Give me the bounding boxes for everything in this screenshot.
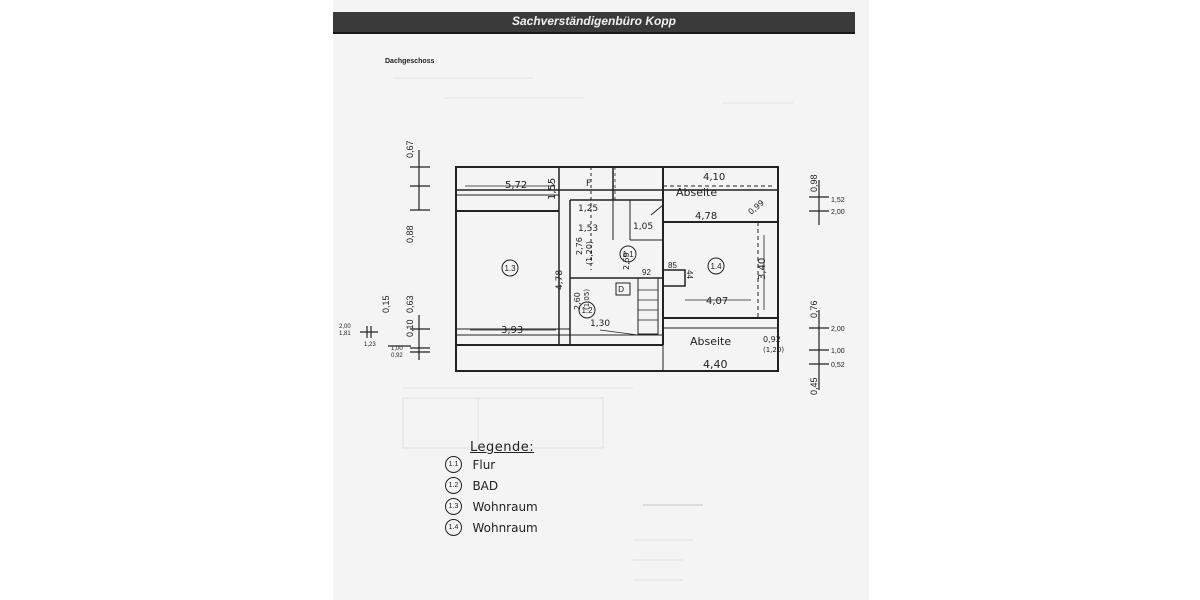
dim-bottom-width: 4,40 <box>703 358 728 371</box>
legend-label: BAD <box>472 478 499 493</box>
right-152: 1,52 <box>831 197 845 204</box>
dim-92: 92 <box>642 268 651 277</box>
dim-276: 2,76 <box>575 237 584 255</box>
header-bar: Sachverständigenbüro Kopp <box>333 12 855 34</box>
room-number-11: 1.1 <box>622 250 634 259</box>
legend-number: 1.3 <box>445 498 462 516</box>
floor-label: Dachgeschoss <box>385 58 435 65</box>
dim-478-vertical: 4,78 <box>555 270 565 290</box>
legend-label: Flur <box>472 457 496 472</box>
right-200b: 2,00 <box>831 326 845 333</box>
room-marker-12 <box>578 301 596 319</box>
plan-walls <box>455 166 779 372</box>
legend-title: Legende: <box>470 440 535 455</box>
right-height-scale <box>809 180 829 390</box>
room-marker-13 <box>501 259 519 277</box>
dim-105: 1,05 <box>633 222 653 232</box>
left-181: 1,81 <box>339 331 351 337</box>
left-063: 0,63 <box>405 295 415 313</box>
left-092: 0,92 <box>391 353 403 359</box>
dim-top-left: 5,72 <box>505 180 527 191</box>
room-markers <box>501 245 725 319</box>
door-label-f: F <box>586 179 591 189</box>
left-123: 1,23 <box>364 342 376 348</box>
left-height-labels: 0,67 0,88 0,15 0,63 0,10 2,00 1,81 1,23 … <box>339 140 415 359</box>
dim-407: 4,07 <box>706 296 728 307</box>
dim-120b: (1,20) <box>763 346 784 354</box>
header-title: Sachverständigenbüro Kopp <box>511 14 677 28</box>
dim-85: 85 <box>668 261 677 270</box>
room-marker-14 <box>707 257 725 275</box>
legend-label: Wohnraum <box>472 520 538 535</box>
legend-number: 1.1 <box>445 456 462 474</box>
dim-130: 1,30 <box>590 319 610 329</box>
legend-item: 1.4 Wohnraum <box>445 519 538 539</box>
right-052: 0,52 <box>831 362 845 369</box>
document-sheet: Sachverständigenbüro Kopp Dachgeschoss <box>333 0 869 600</box>
right-045: 0,45 <box>809 377 819 395</box>
dim-44: 44 <box>685 270 694 279</box>
dim-260: 2,60 <box>573 292 582 310</box>
dim-099: 0,99 <box>747 198 766 216</box>
room-marker-11 <box>619 245 637 263</box>
room-number-12: 1.2 <box>581 306 593 315</box>
right-200a: 2,00 <box>831 209 845 216</box>
left-010: 0,10 <box>405 319 415 337</box>
dim-top-width: 4,10 <box>703 172 725 183</box>
room-number-14: 1.4 <box>710 262 722 271</box>
right-height-labels: 0,98 1,52 2,00 0,76 2,00 1,00 0,52 0,45 <box>809 174 845 395</box>
right-100: 1,00 <box>831 348 845 355</box>
dimension-labels: 4,10 5,72 1,55 F 1,25 1,53 1,05 4,78 0,9… <box>501 172 784 371</box>
right-076: 0,76 <box>809 300 819 318</box>
floor-plan: 4,10 5,72 1,55 F 1,25 1,53 1,05 4,78 0,9… <box>339 140 845 395</box>
dimension-lines <box>465 181 765 331</box>
dim-340: 3,40 <box>757 258 768 280</box>
dim-393: 3,93 <box>501 325 523 336</box>
legend-label: Wohnraum <box>472 499 538 514</box>
legend-number: 1.4 <box>445 519 462 537</box>
abseite-bottom-label: Abseite <box>690 335 731 348</box>
legend: Legende: 1.1 Flur 1.2 BAD 1.3 Wohnraum 1… <box>445 440 538 539</box>
room-number-13: 1.3 <box>504 264 516 273</box>
dim-105b: (1,05) <box>583 289 591 310</box>
left-height-scale <box>360 150 430 360</box>
abseite-top-label: Abseite <box>676 186 717 199</box>
legend-item: 1.2 BAD <box>445 477 538 497</box>
dim-478: 4,78 <box>695 211 717 222</box>
dim-153: 1,53 <box>578 224 598 234</box>
legend-item: 1.3 Wohnraum <box>445 498 538 518</box>
dim-125: 1,25 <box>578 204 598 214</box>
left-067: 0,67 <box>405 140 415 158</box>
dim-092: 0,92 <box>763 335 781 344</box>
room-labels: Abseite Abseite <box>676 186 731 348</box>
left-088: 0,88 <box>405 225 415 243</box>
legend-item: 1.1 Flur <box>445 456 538 476</box>
dim-120a: (1,20) <box>585 241 594 265</box>
left-200: 2,00 <box>339 324 351 330</box>
scan-ghost-marks <box>393 77 793 581</box>
right-098: 0,98 <box>809 174 819 192</box>
legend-number: 1.2 <box>445 477 462 495</box>
dim-v-155: 1,55 <box>547 178 558 200</box>
label-d: D <box>618 285 624 294</box>
dim-259: 2,59 <box>622 252 631 270</box>
left-100: 1,00 <box>391 346 403 352</box>
left-015: 0,15 <box>381 295 391 313</box>
room-marker-numbers: 1.3 1.1 1.2 1.4 <box>504 250 722 315</box>
